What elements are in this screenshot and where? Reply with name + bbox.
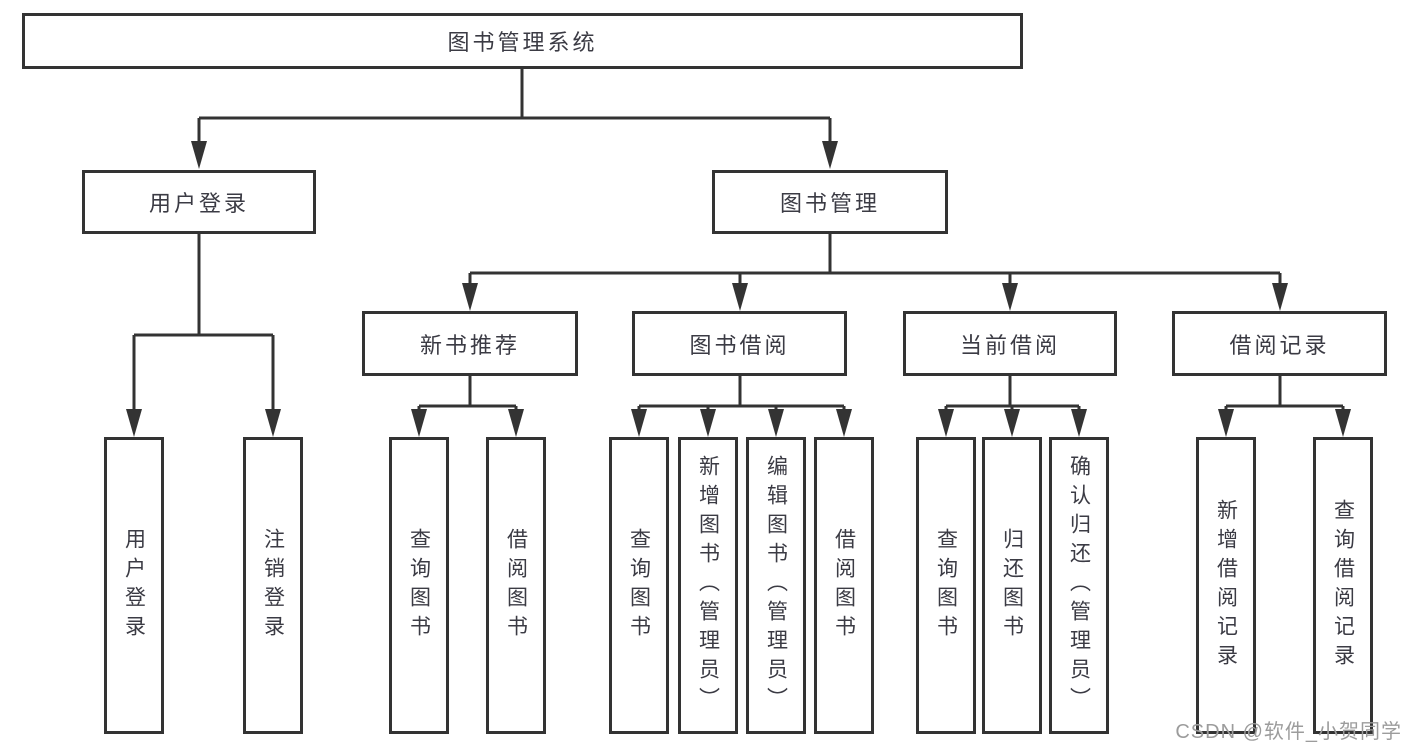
arrowhead [1002,283,1018,311]
node-book-borrow: 图书借阅 [632,311,847,376]
leaf-book-borrow-edit: 编辑图书（管理员） [746,437,806,734]
arrowhead [508,409,524,437]
arrowhead [1335,409,1351,437]
leaf-label: 查询图书 [627,527,651,644]
arrowhead [700,409,716,437]
arrowhead [126,409,142,437]
connector-new-books-split [417,376,518,411]
connector-user-login-split [132,234,275,411]
arrowhead [732,283,748,311]
leaf-label: 新增图书（管理员） [696,455,720,716]
node-book-mgmt: 图书管理 [712,170,948,234]
arrowhead [822,141,838,169]
node-user-login: 用户登录 [82,170,316,234]
node-current-borrow: 当前借阅 [903,311,1117,376]
arrowhead [462,283,478,311]
leaf-label: 归还图书 [1000,527,1024,644]
node-borrow-records: 借阅记录 [1172,311,1387,376]
leaf-current-borrow-confirm: 确认归还（管理员） [1049,437,1109,734]
leaf-book-borrow-query: 查询图书 [609,437,669,734]
node-root: 图书管理系统 [22,13,1023,69]
arrowhead [265,409,281,437]
connector-book-mgmt-split [468,234,1282,287]
leaf-label: 确认归还（管理员） [1067,455,1091,716]
leaf-current-borrow-return: 归还图书 [982,437,1042,734]
leaf-label: 新增借阅记录 [1214,498,1238,673]
leaf-book-borrow-borrow: 借阅图书 [814,437,874,734]
leaf-borrow-records-add: 新增借阅记录 [1196,437,1256,734]
connector-book-borrow-split [637,376,846,411]
leaf-label: 注销登录 [261,527,285,644]
leaf-label: 查询图书 [934,527,958,644]
connector-root-split [197,69,832,145]
arrowhead [938,409,954,437]
leaf-label: 查询图书 [407,527,431,644]
connector-current-borrow-split [944,376,1081,411]
arrowhead [191,141,207,169]
arrowhead [1004,409,1020,437]
node-new-books: 新书推荐 [362,311,578,376]
leaf-label: 用户登录 [122,527,146,644]
arrowhead [1218,409,1234,437]
leaf-new-books-query: 查询图书 [389,437,449,734]
arrowhead [836,409,852,437]
arrowhead [411,409,427,437]
leaf-user-login-login: 用户登录 [104,437,164,734]
arrowhead [631,409,647,437]
leaf-label: 借阅图书 [832,527,856,644]
leaf-current-borrow-query: 查询图书 [916,437,976,734]
connector-borrow-records-split [1224,376,1345,411]
leaf-book-borrow-add: 新增图书（管理员） [678,437,738,734]
arrowhead [1071,409,1087,437]
leaf-label: 编辑图书（管理员） [764,455,788,716]
arrowhead [768,409,784,437]
leaf-label: 借阅图书 [504,527,528,644]
leaf-label: 查询借阅记录 [1331,498,1355,673]
leaf-borrow-records-query: 查询借阅记录 [1313,437,1373,734]
leaf-user-login-logout: 注销登录 [243,437,303,734]
leaf-new-books-borrow: 借阅图书 [486,437,546,734]
watermark: CSDN @软件_小贺同学 [1175,721,1402,743]
arrowhead [1272,283,1288,311]
